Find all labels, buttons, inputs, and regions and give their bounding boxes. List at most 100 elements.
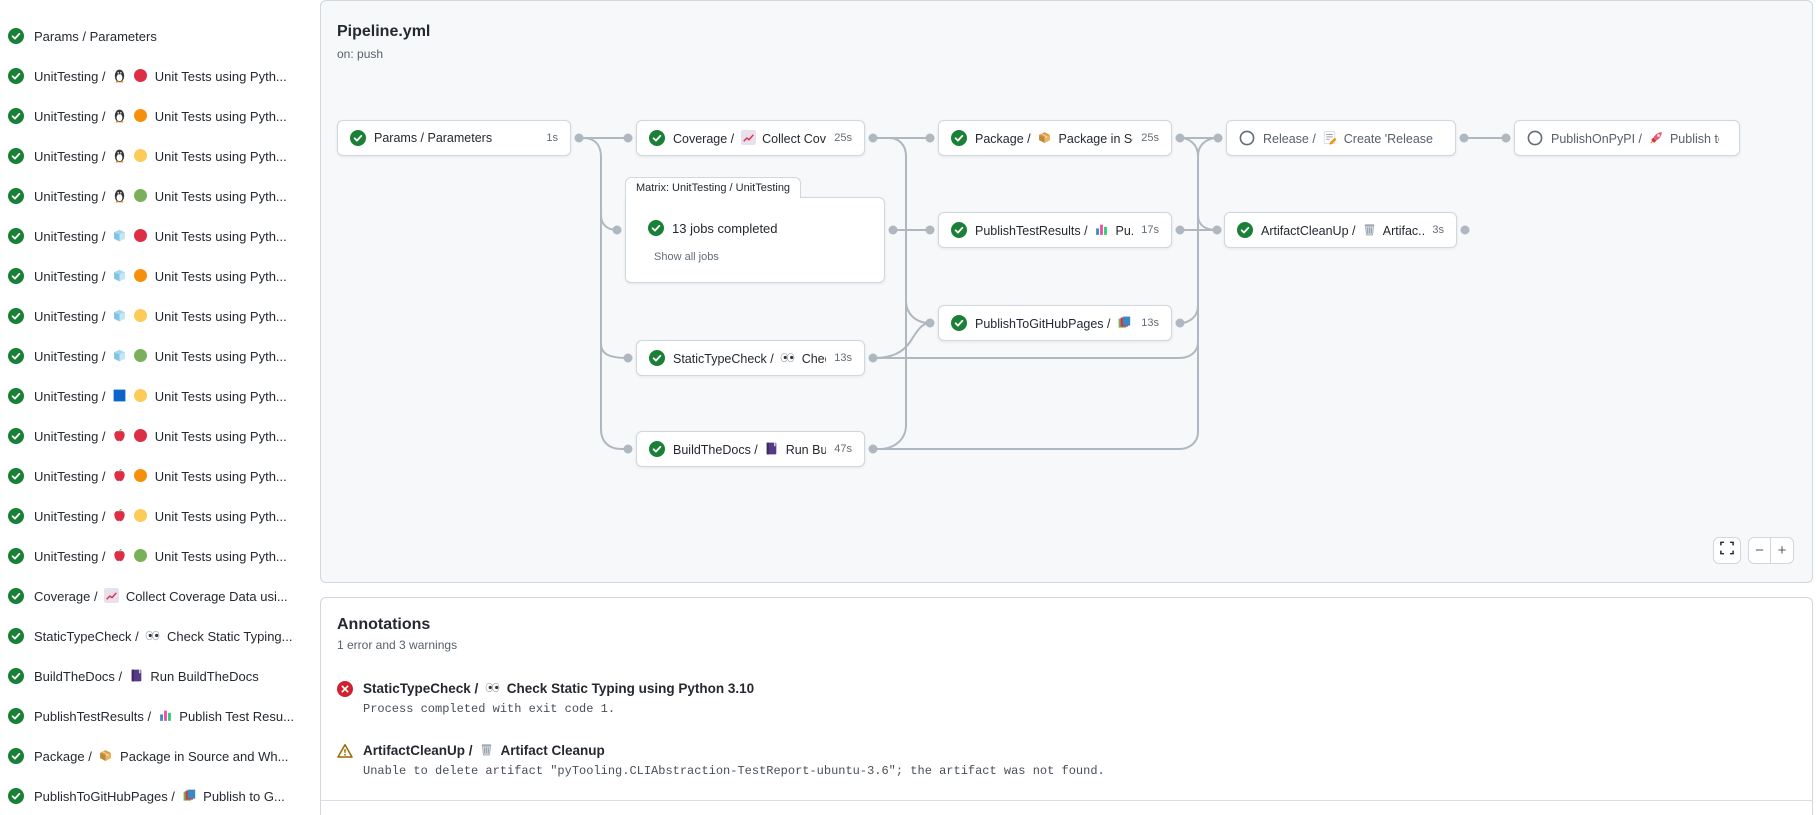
success-icon [648,220,664,236]
python-version-dot [134,349,148,362]
graph-node-acu[interactable]: ArtifactCleanUp / Artifac...3s [1224,212,1457,248]
jobs-sidebar: Params / Parameters UnitTesting / Unit T… [0,16,318,815]
sidebar-job-label: PublishTestResults / Publish Test Resu..… [34,708,294,724]
sidebar-job-item[interactable]: UnitTesting / Unit Tests using Pyth... [0,456,318,496]
success-icon [8,268,24,284]
success-icon [350,130,366,146]
bar-chart-icon [1094,222,1109,237]
annotations-card: Annotations 1 error and 3 warnings Stati… [320,597,1813,815]
red-apple-icon [112,468,127,483]
graph-node-pypi[interactable]: PublishOnPyPI / Publish to ... [1514,120,1740,156]
sidebar-job-item[interactable]: UnitTesting / Unit Tests using Pyth... [0,136,318,176]
graph-node-params[interactable]: Params / Parameters 1s [337,120,571,156]
matrix-summary-text: 13 jobs completed [672,220,778,236]
memo-pencil-icon [1322,130,1337,145]
success-icon [649,441,665,457]
python-version-dot [134,309,148,322]
sidebar-job-label: UnitTesting / Unit Tests using Pyth... [34,548,287,564]
sidebar-job-item[interactable]: UnitTesting / Unit Tests using Pyth... [0,336,318,376]
zoom-out-button[interactable]: − [1749,538,1771,563]
sidebar-job-item[interactable]: Coverage / Collect Coverage Data usi... [0,576,318,616]
sidebar-job-label: UnitTesting / Unit Tests using Pyth... [34,348,287,364]
success-icon [8,428,24,444]
layered-pages-icon [182,788,197,803]
node-duration: 25s [834,132,852,144]
graph-node-coverage[interactable]: Coverage / Collect Cove...25s [636,120,865,156]
sidebar-job-item[interactable]: UnitTesting / Unit Tests using Pyth... [0,216,318,256]
skipped-icon [1239,130,1255,146]
sidebar-job-label: UnitTesting / Unit Tests using Pyth... [34,269,287,284]
graph-node-ptghp[interactable]: PublishToGitHubPages / ...13s [938,305,1172,341]
sidebar-job-item[interactable]: BuildTheDocs / Run BuildTheDocs [0,656,318,696]
eyes-icon [145,628,160,643]
fullscreen-icon [1720,541,1734,560]
graph-node-ptr[interactable]: PublishTestResults / Pu...17s [938,212,1172,248]
python-version-dot [134,269,148,282]
success-icon [8,468,24,484]
sidebar-job-item[interactable]: UnitTesting / Unit Tests using Pyth... [0,56,318,96]
sidebar-job-label: UnitTesting / Unit Tests using Pyth... [34,508,287,524]
sidebar-job-item[interactable]: PublishTestResults / Publish Test Resu..… [0,696,318,736]
ice-cube-icon [112,348,127,363]
node-label: BuildTheDocs / Run Buil... [673,442,827,457]
graph-node-btd[interactable]: BuildTheDocs / Run Buil...47s [636,431,865,467]
sidebar-job-item[interactable]: UnitTesting / Unit Tests using Pyth... [0,376,318,416]
annotation-title[interactable]: ArtifactCleanUp / Artifact Cleanup [363,742,605,758]
sidebar-job-item[interactable]: UnitTesting / Unit Tests using Pyth... [0,496,318,536]
python-version-dot [134,149,148,162]
success-icon [8,348,24,364]
sidebar-job-label: StaticTypeCheck / Check Static Typing... [34,628,293,644]
sidebar-job-item[interactable]: UnitTesting / Unit Tests using Pyth... [0,536,318,576]
node-duration: 13s [1141,317,1159,329]
chart-increasing-icon [740,130,756,145]
wastebasket-icon [1362,222,1377,237]
sidebar-job-item[interactable]: UnitTesting / Unit Tests using Pyth... [0,176,318,216]
chart-increasing-icon [104,588,120,603]
sidebar-job-item[interactable]: UnitTesting / Unit Tests using Pyth... [0,96,318,136]
sidebar-job-item[interactable]: UnitTesting / Unit Tests using Pyth... [0,416,318,456]
show-all-jobs-link[interactable]: Show all jobs [654,251,719,263]
zoom-in-button[interactable]: + [1777,542,1787,559]
sidebar-job-item[interactable]: UnitTesting / Unit Tests using Pyth... [0,296,318,336]
sidebar-job-item[interactable]: Package / Package in Source and Wh... [0,736,318,776]
sidebar-job-item[interactable]: UnitTesting / Unit Tests using Pyth... [0,256,318,296]
success-icon [951,315,967,331]
annotation-title[interactable]: StaticTypeCheck / Check Static Typing us… [363,680,755,696]
sidebar-job-label: UnitTesting / Unit Tests using Pyth... [34,308,287,324]
node-label: ArtifactCleanUp / Artifac... [1261,222,1425,238]
graph-node-stc[interactable]: StaticTypeCheck / Chec...13s [636,340,865,376]
success-icon [649,130,665,146]
package-box-icon [98,748,113,763]
graph-node-release[interactable]: Release / Create 'Release P... [1226,120,1456,156]
blue-square-icon [112,388,127,403]
success-icon [8,108,24,124]
sidebar-job-item[interactable]: StaticTypeCheck / Check Static Typing... [0,616,318,656]
node-duration: 25s [1141,132,1159,144]
success-icon [8,308,24,324]
wastebasket-icon [479,742,494,757]
ice-cube-icon [112,308,127,323]
python-version-dot [134,229,148,242]
graph-node-package[interactable]: Package / Package in So... 25s [938,120,1172,156]
fullscreen-button[interactable] [1713,537,1741,564]
success-icon [8,148,24,164]
node-label: PublishTestResults / Pu... [975,222,1133,238]
package-box-icon [1037,130,1052,145]
sidebar-job-item[interactable]: PublishToGitHubPages / Publish to G... [0,776,318,815]
node-label: Package / Package in So... [975,130,1133,146]
layered-pages-icon [1117,315,1132,330]
annotation-row-error: StaticTypeCheck / Check Static Typing us… [321,666,1812,728]
sidebar-job-item[interactable]: Params / Parameters [0,16,318,56]
eyes-icon [485,680,500,695]
success-icon [951,130,967,146]
eyes-icon [780,350,795,365]
success-icon [8,588,24,604]
graph-edges [574,133,1511,454]
success-icon [1237,222,1253,238]
matrix-tab[interactable]: Matrix: UnitTesting / UnitTesting [625,177,802,198]
node-label: Params / Parameters [374,131,493,145]
bar-chart-icon [158,708,173,723]
node-label: StaticTypeCheck / Chec... [673,350,826,366]
